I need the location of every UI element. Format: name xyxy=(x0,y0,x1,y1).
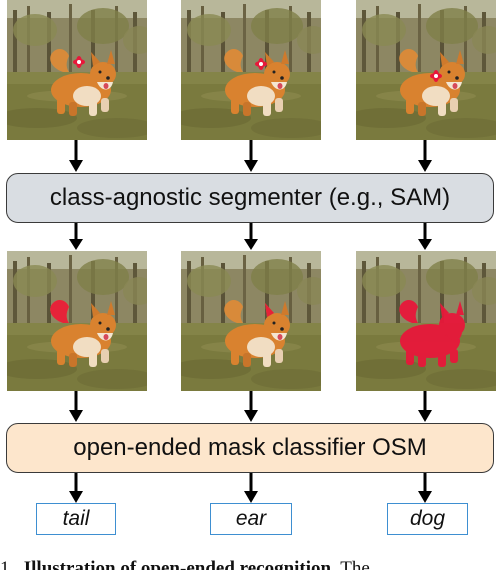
input-image-1 xyxy=(7,0,147,140)
red-mask-overlay xyxy=(265,303,274,317)
input-image-2 xyxy=(181,0,321,140)
down-arrow-icon xyxy=(244,223,258,250)
down-arrow-icon xyxy=(418,391,432,422)
down-arrow-icon xyxy=(69,140,83,172)
down-arrow-icon xyxy=(69,473,83,503)
prompt-point-icon xyxy=(73,56,85,68)
segmenter-box: class-agnostic segmenter (e.g., SAM) xyxy=(6,173,494,223)
caption-prefix: 1 xyxy=(0,558,10,570)
output-label-tail: tail xyxy=(36,503,116,535)
input-image-3 xyxy=(356,0,496,140)
down-arrow-icon xyxy=(418,473,432,503)
mask-image-tail xyxy=(7,251,147,391)
down-arrow-icon xyxy=(418,140,432,172)
red-mask-overlay xyxy=(399,300,465,367)
classifier-label: open-ended mask classifier OSM xyxy=(73,434,427,461)
output-label-text: tail xyxy=(62,507,90,530)
output-label-text: dog xyxy=(409,507,446,530)
mask-image-ear xyxy=(181,251,321,391)
down-arrow-icon xyxy=(418,223,432,250)
caption-bold: Illustration of open-ended recognition xyxy=(23,558,332,570)
output-label-dog: dog xyxy=(387,503,468,535)
prompt-point-icon xyxy=(430,70,442,82)
classifier-box: open-ended mask classifier OSM xyxy=(6,423,494,473)
segmenter-label: class-agnostic segmenter (e.g., SAM) xyxy=(49,184,451,211)
down-arrow-icon xyxy=(69,223,83,250)
mask-image-dog xyxy=(356,251,496,391)
figure-caption: 1 Illustration of open-ended recognition… xyxy=(0,556,498,570)
output-label-text: ear xyxy=(235,507,267,530)
down-arrow-icon xyxy=(244,391,258,422)
red-mask-overlay xyxy=(50,300,69,323)
down-arrow-icon xyxy=(69,391,83,422)
down-arrow-icon xyxy=(244,140,258,172)
prompt-point-icon xyxy=(255,58,267,70)
down-arrow-icon xyxy=(244,473,258,503)
output-label-ear: ear xyxy=(210,503,292,535)
caption-rest: The xyxy=(340,558,370,570)
